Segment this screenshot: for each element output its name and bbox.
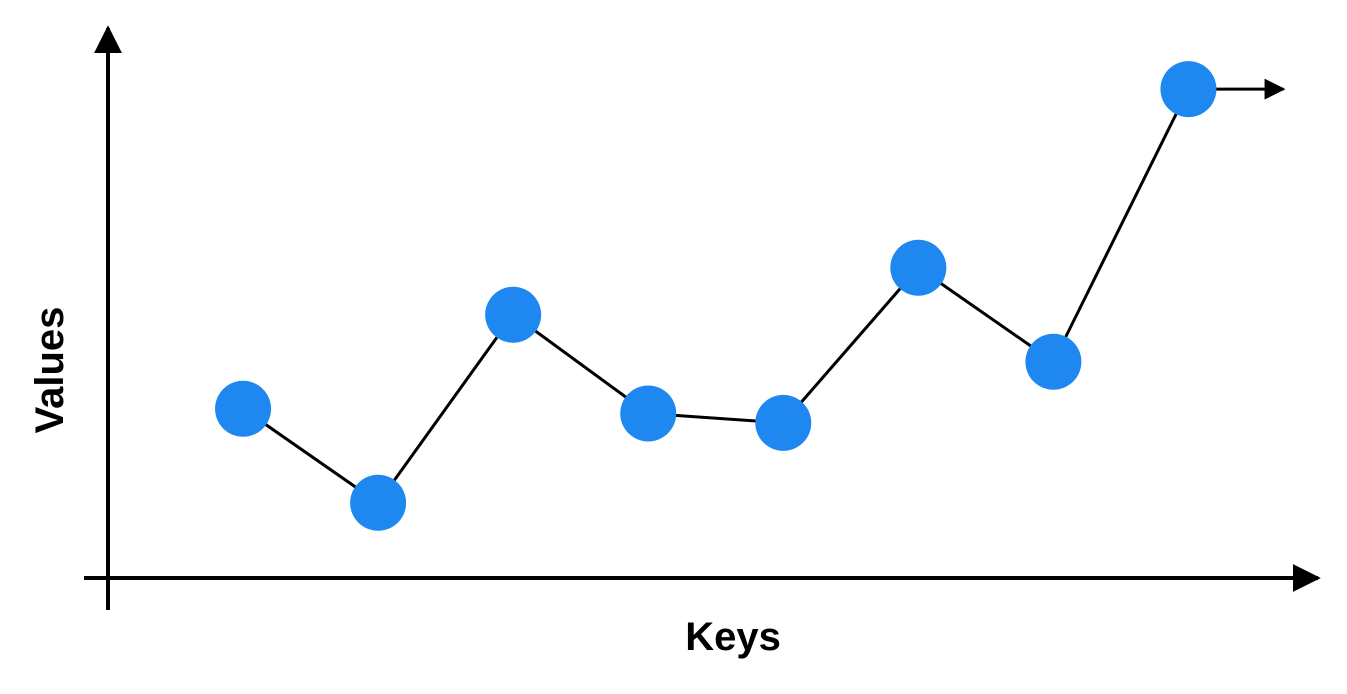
data-point xyxy=(350,474,407,531)
data-point xyxy=(620,385,677,442)
data-point xyxy=(890,239,947,296)
x-axis-label: Keys xyxy=(685,615,781,659)
data-point xyxy=(485,286,542,343)
y-axis-label: Values xyxy=(28,307,72,434)
data-point xyxy=(1160,61,1217,118)
series-line-segment xyxy=(376,313,515,504)
data-point xyxy=(215,380,272,437)
series-line-segment xyxy=(1052,88,1190,363)
data-point xyxy=(1025,333,1082,390)
data-points xyxy=(215,61,1217,531)
series-line-segment xyxy=(782,266,920,424)
data-point xyxy=(755,394,812,451)
